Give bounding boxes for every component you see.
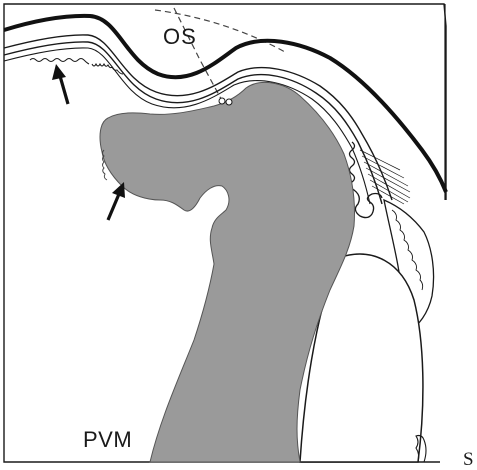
arrow-up-icon — [52, 64, 68, 104]
ora-serrata-radial-line — [174, 8, 226, 108]
arrow-up-right-icon — [108, 182, 125, 220]
label-os: OS — [163, 26, 197, 48]
vessel-circle-1 — [219, 98, 225, 104]
retinal-folds-left-lower — [92, 64, 123, 74]
retinal-folds-left — [30, 59, 89, 65]
label-s: S — [463, 450, 474, 469]
zonular-fibers — [360, 150, 410, 204]
vessel-circle-2 — [226, 99, 232, 105]
label-pvm: PVM — [83, 429, 132, 451]
